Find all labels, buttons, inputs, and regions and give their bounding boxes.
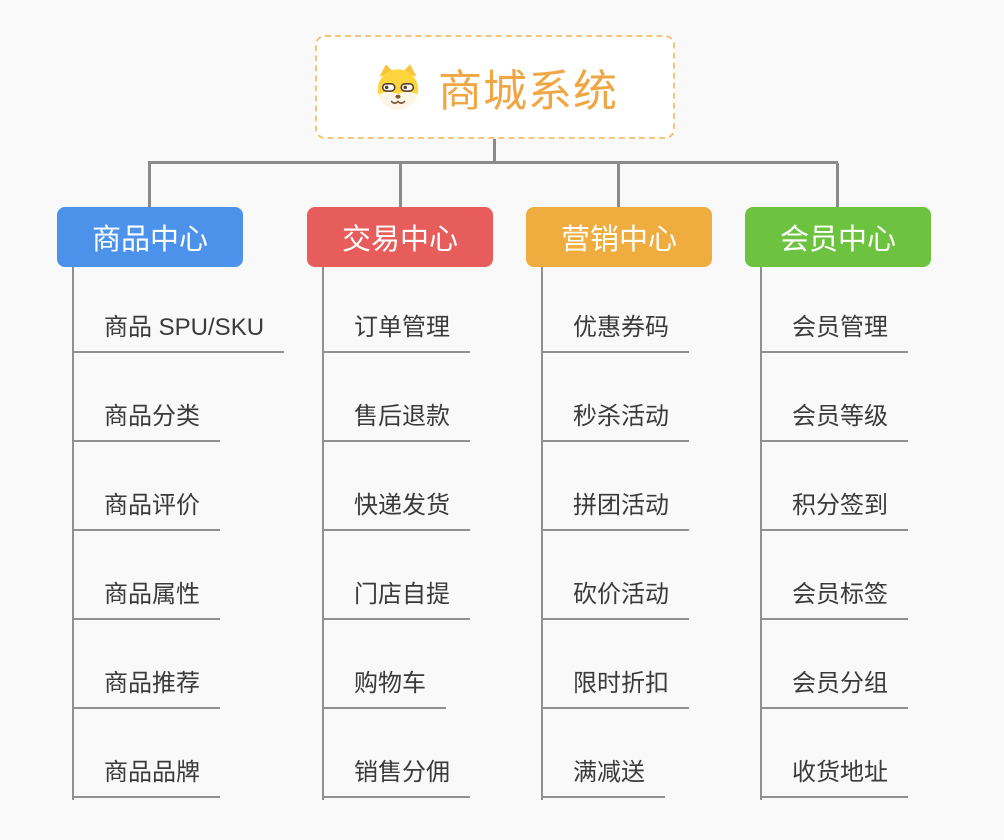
branch-label: 会员中心 bbox=[779, 224, 896, 256]
item-label: 砍价活动 bbox=[541, 574, 689, 620]
item-label: 购物车 bbox=[322, 663, 446, 709]
mindmap-item-node[interactable]: 收货地址 bbox=[760, 709, 908, 798]
item-label: 商品 SPU/SKU bbox=[72, 307, 285, 353]
item-label: 满减送 bbox=[541, 752, 665, 798]
branch-trunk-line bbox=[322, 267, 324, 800]
item-label: 会员分组 bbox=[760, 663, 908, 709]
mindmap-item-node[interactable]: 商品品牌 bbox=[72, 709, 284, 798]
connector-horizontal-bar bbox=[148, 161, 838, 164]
branch-label: 商品中心 bbox=[91, 224, 208, 256]
connector-drop bbox=[836, 163, 839, 208]
item-label: 售后退款 bbox=[322, 396, 470, 442]
mindmap-item-node[interactable]: 商品分类 bbox=[72, 353, 284, 442]
mindmap-item-node[interactable]: 快递发货 bbox=[322, 442, 470, 531]
item-label: 会员标签 bbox=[760, 574, 908, 620]
mindmap-item-node[interactable]: 门店自提 bbox=[322, 531, 470, 620]
mindmap-item-node[interactable]: 售后退款 bbox=[322, 353, 470, 442]
mindmap-item-node[interactable]: 会员等级 bbox=[760, 353, 908, 442]
mindmap-item-node[interactable]: 限时折扣 bbox=[541, 620, 689, 709]
mindmap-item-node[interactable]: 会员标签 bbox=[760, 531, 908, 620]
mindmap-item-node[interactable]: 订单管理 bbox=[322, 264, 470, 353]
mindmap-item-node[interactable]: 会员分组 bbox=[760, 620, 908, 709]
item-label: 拼团活动 bbox=[541, 485, 689, 531]
item-label: 商品推荐 bbox=[72, 663, 220, 709]
item-label: 商品分类 bbox=[72, 396, 220, 442]
root-title: 商城系统 bbox=[438, 67, 618, 116]
branch-node-marketing-center[interactable]: 营销中心 bbox=[526, 207, 712, 267]
mindmap-item-node[interactable]: 购物车 bbox=[322, 620, 470, 709]
branch-label: 营销中心 bbox=[560, 224, 677, 256]
branch-label: 交易中心 bbox=[341, 224, 458, 256]
item-label: 商品属性 bbox=[72, 574, 220, 620]
item-label: 商品品牌 bbox=[72, 752, 220, 798]
branch-items-marketing: 优惠券码秒杀活动拼团活动砍价活动限时折扣满减送 bbox=[541, 264, 689, 798]
item-label: 会员等级 bbox=[760, 396, 908, 442]
branch-node-trade-center[interactable]: 交易中心 bbox=[307, 207, 493, 267]
mindmap-item-node[interactable]: 砍价活动 bbox=[541, 531, 689, 620]
item-label: 秒杀活动 bbox=[541, 396, 689, 442]
mindmap-item-node[interactable]: 商品推荐 bbox=[72, 620, 284, 709]
mindmap-item-node[interactable]: 会员管理 bbox=[760, 264, 908, 353]
branch-trunk-line bbox=[760, 267, 762, 800]
branch-items-trade: 订单管理售后退款快递发货门店自提购物车销售分佣 bbox=[322, 264, 470, 798]
connector-drop bbox=[399, 163, 402, 208]
item-label: 销售分佣 bbox=[322, 752, 470, 798]
root-node-mall-system[interactable]: 商城系统 bbox=[315, 35, 675, 139]
connector-drop bbox=[617, 163, 620, 208]
branch-items-product: 商品 SPU/SKU 商品分类商品评价商品属性商品推荐商品品牌 bbox=[72, 264, 285, 798]
branch-trunk-line bbox=[72, 267, 74, 800]
item-label: 优惠券码 bbox=[541, 307, 689, 353]
mindmap-item-node[interactable]: 拼团活动 bbox=[541, 442, 689, 531]
item-label: 积分签到 bbox=[760, 485, 908, 531]
item-label: 会员管理 bbox=[760, 307, 908, 353]
mindmap-item-node[interactable]: 商品属性 bbox=[72, 531, 284, 620]
branch-node-product-center[interactable]: 商品中心 bbox=[57, 207, 243, 267]
connector-root-vertical bbox=[493, 139, 496, 162]
item-label: 限时折扣 bbox=[541, 663, 689, 709]
mindmap-item-node[interactable]: 秒杀活动 bbox=[541, 353, 689, 442]
mindmap-item-node[interactable]: 优惠券码 bbox=[541, 264, 689, 353]
item-label: 订单管理 bbox=[322, 307, 470, 353]
mindmap-item-node[interactable]: 商品 SPU/SKU bbox=[72, 264, 285, 353]
mindmap-item-node[interactable]: 商品评价 bbox=[72, 442, 284, 531]
shiba-dog-icon bbox=[377, 64, 419, 110]
mindmap-item-node[interactable]: 满减送 bbox=[541, 709, 689, 798]
item-label: 快递发货 bbox=[322, 485, 470, 531]
connector-drop bbox=[148, 163, 151, 208]
mindmap-item-node[interactable]: 销售分佣 bbox=[322, 709, 470, 798]
branch-node-member-center[interactable]: 会员中心 bbox=[745, 207, 931, 267]
item-label: 门店自提 bbox=[322, 574, 470, 620]
branch-items-member: 会员管理会员等级积分签到会员标签会员分组收货地址 bbox=[760, 264, 908, 798]
mindmap-item-node[interactable]: 积分签到 bbox=[760, 442, 908, 531]
item-label: 收货地址 bbox=[760, 752, 908, 798]
branch-trunk-line bbox=[541, 267, 543, 800]
item-label: 商品评价 bbox=[72, 485, 220, 531]
